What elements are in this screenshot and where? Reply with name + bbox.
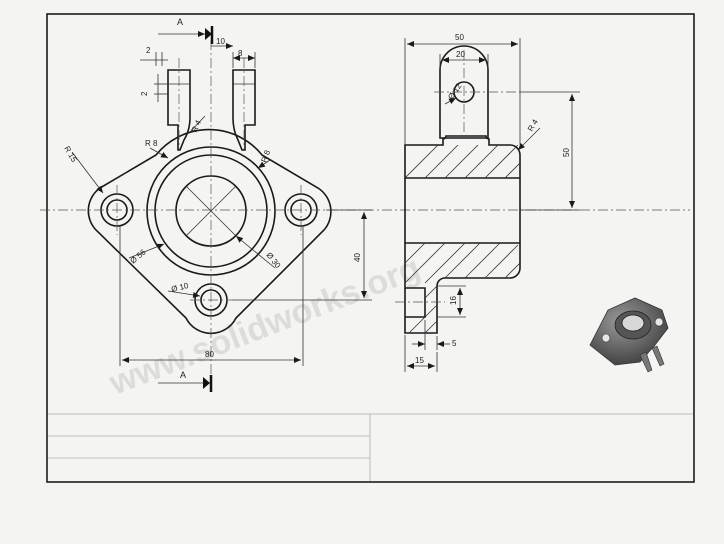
dim-r8-left: R 8 xyxy=(145,139,158,148)
isometric-preview xyxy=(589,297,669,373)
dim-10: 10 xyxy=(216,37,225,46)
section-upper-body xyxy=(404,135,521,179)
dim-50-height: 50 xyxy=(562,148,571,157)
dim-80: 80 xyxy=(205,350,214,359)
dim-dia30: Ø 30 xyxy=(264,251,282,271)
dim-15: 15 xyxy=(415,356,424,365)
dim-dia56: Ø 56 xyxy=(129,247,148,265)
dim-r8-right: R 8 xyxy=(259,148,272,163)
dim-40: 40 xyxy=(353,253,362,262)
drawing-border xyxy=(46,13,695,483)
dim-dia10: Ø 10 xyxy=(170,281,190,294)
title-block xyxy=(46,413,695,483)
section-label-bottom: A xyxy=(180,370,186,380)
hatching-lower xyxy=(404,242,521,334)
dim-r4: R 4 xyxy=(190,118,204,134)
flange-outline xyxy=(87,128,332,335)
dim-r4-side: R 4 xyxy=(526,117,540,133)
watermark: www.solidworks.org xyxy=(103,249,425,403)
lug-left xyxy=(167,69,191,151)
hatching xyxy=(405,145,520,178)
dim-r15: R 15 xyxy=(62,145,79,165)
dim-8: 8 xyxy=(238,49,243,58)
section-arrow-top: A xyxy=(158,17,214,44)
dim-2-height: 2 xyxy=(140,91,149,96)
dim-2: 2 xyxy=(146,46,151,55)
front-view: A A 2 2 10 8 R 4 R 8 R 8 xyxy=(40,17,690,392)
section-label-top: A xyxy=(177,17,183,27)
dim-5: 5 xyxy=(452,339,457,348)
lug-right xyxy=(232,69,256,151)
dim-16: 16 xyxy=(449,296,458,305)
side-view: 50 20 Ø 12 R 4 50 16 5 15 xyxy=(395,33,580,372)
dim-20: 20 xyxy=(456,50,465,59)
section-spigot xyxy=(405,287,426,318)
dim-dia12: Ø 12 xyxy=(446,81,464,101)
dim-50-width: 50 xyxy=(455,33,464,42)
section-arrow-bottom: A xyxy=(158,370,213,392)
